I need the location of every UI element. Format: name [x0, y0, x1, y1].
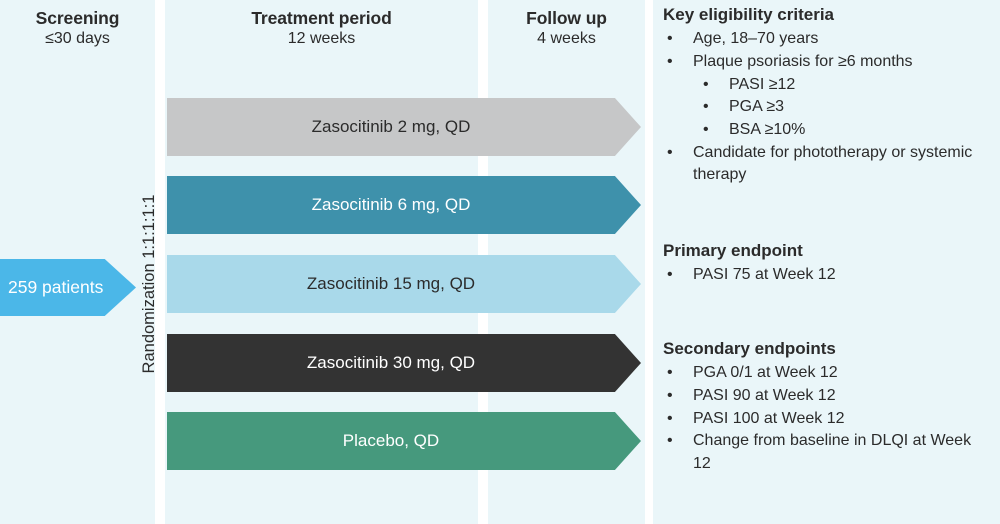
treatment-arm-label: Zasocitinib 15 mg, QD: [306, 274, 476, 293]
bullet-glyph: •: [667, 432, 673, 450]
bullet-item: • Change from baseline in DLQI at Week 12: [663, 430, 993, 475]
column-subtitle-screening: ≤30 days: [45, 30, 110, 48]
bullet-glyph: •: [667, 143, 673, 161]
bullet-glyph: •: [667, 409, 673, 427]
bullet-glyph: •: [667, 52, 673, 70]
bullet-glyph: •: [667, 364, 673, 382]
treatment-arm-bar: Zasocitinib 2 mg, QD: [167, 98, 641, 156]
column-subtitle-treatment: 12 weeks: [287, 30, 356, 48]
bullet-item: • PASI 100 at Week 12: [663, 408, 993, 431]
bullet-text: PGA 0/1 at Week 12: [693, 364, 838, 382]
bullet-glyph: •: [667, 30, 673, 48]
sub-bullet-item: • PASI ≥12: [693, 74, 993, 97]
secondary-endpoints-heading: Secondary endpoints: [663, 339, 836, 358]
eligibility-block: Key eligibility criteria • Age, 18–70 yea…: [663, 4, 993, 187]
bullet-glyph: •: [667, 386, 673, 404]
primary-endpoint-block: Primary endpoint • PASI 75 at Week 12: [663, 240, 993, 287]
randomization-label: Randomization 1:1:1:1:1: [140, 194, 158, 374]
treatment-arm-label: Zasocitinib 2 mg, QD: [311, 117, 471, 136]
treatment-arm-bar: Zasocitinib 30 mg, QD: [167, 334, 641, 392]
bullet-item: • Age, 18–70 years: [663, 28, 993, 51]
sub-bullet-item: • PGA ≥3: [693, 96, 993, 119]
bullet-glyph: •: [703, 120, 709, 138]
bullet-glyph: •: [703, 98, 709, 116]
treatment-arm-label: Zasocitinib 30 mg, QD: [306, 353, 476, 372]
sub-bullet-list: • PASI ≥12 • PGA ≥3 • BSA ≥10%: [693, 74, 993, 142]
bullet-text: Age, 18–70 years: [693, 30, 819, 48]
secondary-endpoints-block: Secondary endpoints •PGA 0/1 at Week 12•…: [663, 338, 993, 476]
column-subtitle-followup: 4 weeks: [537, 30, 596, 48]
column-header-followup: Follow up 4 weeks: [488, 7, 645, 50]
bullet-text: PASI 100 at Week 12: [693, 409, 845, 427]
sub-bullet-text: PASI ≥12: [729, 75, 796, 93]
sub-bullet-text: BSA ≥10%: [729, 120, 806, 138]
treatment-arm-bar: Placebo, QD: [167, 412, 641, 470]
column-title-screening: Screening: [35, 8, 120, 28]
patient-count-label: 259 patients: [8, 277, 104, 297]
bullet-item: • PGA 0/1 at Week 12: [663, 362, 993, 385]
bullet-item: • Candidate for phototherapy or systemic …: [663, 142, 993, 187]
treatment-arm-label: Zasocitinib 6 mg, QD: [311, 195, 471, 214]
primary-endpoint-heading: Primary endpoint: [663, 241, 803, 260]
secondary-endpoints-list: • PGA 0/1 at Week 12 • PASI 90 at Week 12 • P…: [663, 362, 993, 476]
column-header-screening: Screening ≤30 days: [0, 7, 155, 50]
bullet-item: • Plaque psoriasis for ≥6 months • PASI ≥12…: [663, 51, 993, 142]
bullet-text: Change from baseline in DLQI at Week 12: [693, 432, 972, 472]
bullet-text: PASI 75 at Week 12: [693, 266, 836, 284]
bullet-text: Plaque psoriasis for ≥6 months: [693, 52, 913, 70]
patient-entry-arrow: 259 patients: [0, 259, 136, 316]
column-title-followup: Follow up: [526, 8, 607, 28]
column-title-treatment: Treatment period: [251, 8, 392, 28]
eligibility-heading: Key eligibility criteria: [663, 5, 835, 24]
bullet-glyph: •: [703, 75, 709, 93]
sub-bullet-text: PGA ≥3: [729, 98, 785, 116]
eligibility-list: • Age, 18–70 years • Plaque psoriasis for ≥…: [663, 28, 993, 187]
bullet-item: • PASI 75 at Week 12: [663, 264, 993, 287]
sub-bullet-item: • BSA ≥10%: [693, 119, 993, 142]
bullet-text: Candidate for phototherapy or systemic t…: [693, 143, 973, 184]
primary-endpoint-list: • PASI 75 at Week 12: [663, 264, 993, 287]
bullet-text: PASI 90 at Week 12: [693, 386, 836, 404]
column-panel-info: [653, 0, 1000, 524]
bullet-glyph: •: [667, 266, 673, 284]
bullet-item: • PASI 90 at Week 12: [663, 385, 993, 408]
treatment-arm-bar: Zasocitinib 6 mg, QD: [167, 176, 641, 234]
column-header-treatment: Treatment period 12 weeks: [165, 7, 478, 50]
treatment-arm-bar: Zasocitinib 15 mg, QD: [167, 255, 641, 313]
treatment-arm-label: Placebo, QD: [342, 431, 440, 450]
